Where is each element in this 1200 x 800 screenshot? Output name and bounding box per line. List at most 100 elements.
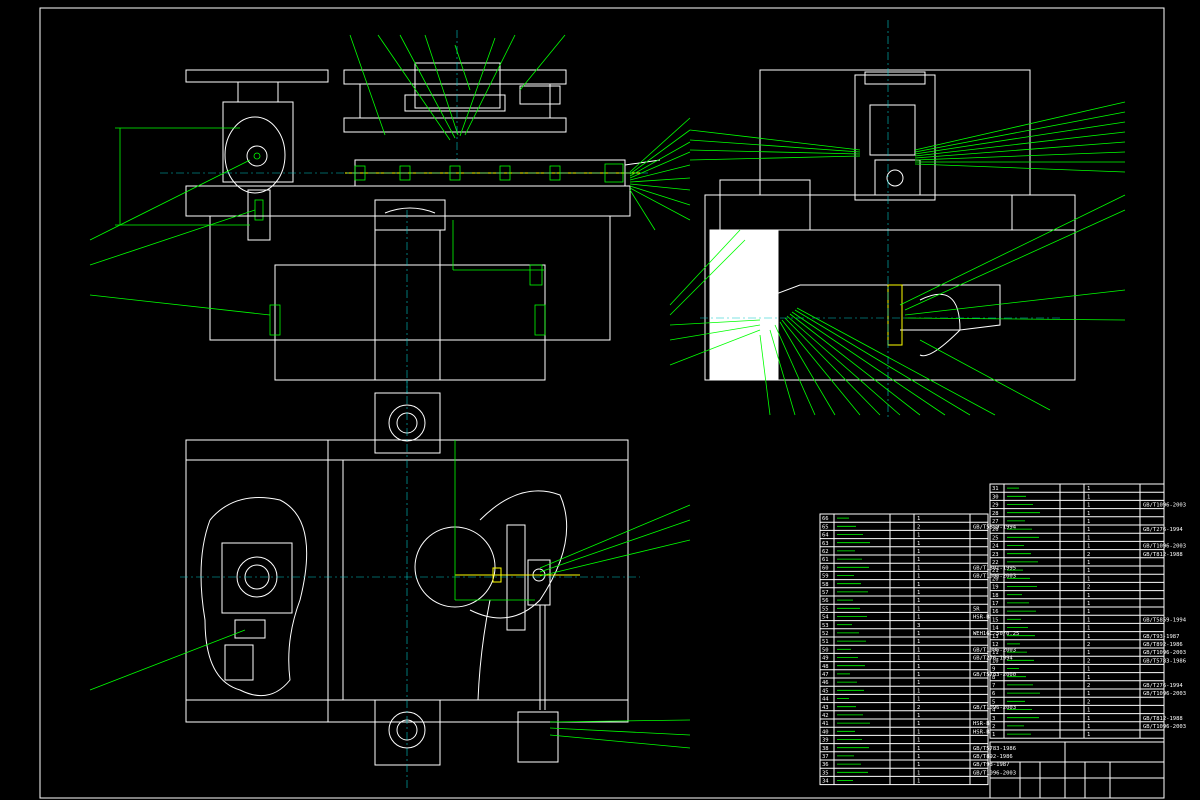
bom-standard: GB/T1096-2003	[1143, 544, 1186, 550]
bom-item-number: 43	[822, 705, 829, 711]
bom-standard: GB/T1096-2003	[973, 647, 1016, 653]
bom-item-number: 14	[992, 626, 999, 632]
bom-item-number: 19	[992, 585, 999, 591]
bom-item-number: 31	[992, 486, 999, 492]
bom-item-number: 39	[822, 738, 829, 744]
bom-quantity: 1	[1087, 609, 1090, 615]
bom-item-number: 50	[822, 647, 829, 653]
bom-item-number: 22	[992, 560, 999, 566]
bom-quantity: 1	[917, 680, 920, 686]
bom-quantity: 1	[1087, 503, 1090, 509]
bom-quantity: 1	[1087, 535, 1090, 541]
bom-quantity: 1	[1087, 601, 1090, 607]
bom-quantity: 1	[1087, 675, 1090, 681]
bom-item-number: 12	[992, 642, 999, 648]
bom-item-number: 4	[992, 708, 996, 714]
bom-standard: GB/T276-1994	[1143, 683, 1183, 689]
bom-item-number: 35	[822, 770, 829, 776]
bom-item-number: 63	[822, 541, 829, 547]
bom-quantity: 2	[1087, 642, 1090, 648]
bom-standard: GB/T5859-1994	[973, 524, 1017, 530]
bom-quantity: 1	[1087, 724, 1090, 730]
bom-item-number: 36	[822, 762, 829, 768]
bom-quantity: 2	[1087, 585, 1090, 591]
bom-quantity: 1	[1087, 544, 1090, 550]
bom-item-number: 7	[992, 683, 995, 689]
bom-quantity: 1	[917, 746, 920, 752]
bom-quantity: 1	[917, 721, 920, 727]
bom-standard: GB/T892-1986	[973, 754, 1013, 760]
bom-item-number: 6	[992, 691, 995, 697]
bom-quantity: 1	[1087, 494, 1090, 500]
bom-item-number: 42	[822, 713, 829, 719]
bom-quantity: 1	[917, 533, 920, 539]
bom-quantity: 1	[1087, 519, 1090, 525]
bom-standard: GB/T276-1994	[1143, 527, 1183, 533]
bom-standard: GB/T812-1988	[1143, 716, 1183, 722]
bom-quantity: 1	[917, 697, 920, 703]
bom-quantity: 1	[917, 590, 920, 596]
bom-item-number: 55	[822, 606, 829, 612]
side-view	[700, 20, 1076, 420]
bom-item-number: 54	[822, 615, 829, 621]
bom-quantity: 1	[1087, 691, 1090, 697]
bom-item-number: 1	[992, 732, 995, 738]
bom-item-number: 18	[992, 593, 999, 599]
bom-quantity: 1	[917, 606, 920, 612]
bom-quantity: 1	[1087, 716, 1090, 722]
bom-item-number: 41	[822, 721, 829, 727]
bom-quantity: 1	[917, 779, 920, 785]
bom-item-number: 16	[992, 609, 999, 615]
bom-quantity: 1	[917, 688, 920, 694]
sheet-border	[39, 7, 1165, 799]
bom-quantity: 1	[917, 762, 920, 768]
bom-standard: GB/T892-1986	[1143, 642, 1183, 648]
bom-quantity: 1	[917, 713, 920, 719]
bom-quantity: 1	[917, 541, 920, 547]
bom-item-number: 60	[822, 565, 829, 571]
bom-item-number: 2	[992, 724, 995, 730]
bom-item-number: 34	[822, 779, 829, 785]
bom-quantity: 1	[917, 639, 920, 645]
bom-standard: HSR-B	[973, 615, 990, 621]
bom-quantity: 1	[917, 672, 920, 678]
bom-quantity: 1	[1087, 650, 1090, 656]
bom-quantity: 3	[917, 623, 920, 629]
bom-standard: GB/T1096-2003	[973, 770, 1016, 776]
bom-quantity: 1	[917, 738, 920, 744]
bom-quantity: 1	[1087, 667, 1090, 673]
bom-quantity: 1	[1087, 576, 1090, 582]
bom-standard: GB/T812-1988	[1143, 552, 1183, 558]
bom-item-number: 40	[822, 729, 829, 735]
top-view	[180, 380, 640, 790]
bom-quantity: 1	[917, 557, 920, 563]
bom-quantity: 1	[1087, 486, 1090, 492]
bom-quantity: 1	[917, 647, 920, 653]
bom-quantity: 1	[917, 754, 920, 760]
bom-item-number: 56	[822, 598, 829, 604]
bom-quantity: 1	[917, 574, 920, 580]
bom-quantity: 1	[917, 549, 920, 555]
bom-standard: GB/T1096-2003	[1143, 503, 1186, 509]
side-view-leaders	[669, 101, 1126, 416]
bom-quantity: 2	[1087, 552, 1090, 558]
bom-quantity: 1	[917, 516, 920, 522]
bom-item-number: 45	[822, 688, 829, 694]
bom-item-number: 49	[822, 656, 829, 662]
bom-frame	[989, 483, 1165, 739]
bom-quantity: 1	[1087, 568, 1090, 574]
bom-item-number: 57	[822, 590, 829, 596]
bom-item-number: 28	[992, 511, 999, 517]
bom-item-number: 11	[992, 650, 999, 656]
bom-standard: GB/T5783-1986	[1143, 658, 1186, 664]
bom-standard: GB/T5783-2000	[973, 672, 1016, 678]
bom-item-number: 25	[992, 535, 999, 541]
bom-item-number: 20	[992, 576, 999, 582]
bom-item-number: 48	[822, 664, 829, 670]
bom-item-number: 46	[822, 680, 829, 686]
bom-item-number: 9	[992, 667, 995, 673]
bom-quantity: 1	[917, 656, 920, 662]
bom-quantity: 1	[1087, 634, 1090, 640]
